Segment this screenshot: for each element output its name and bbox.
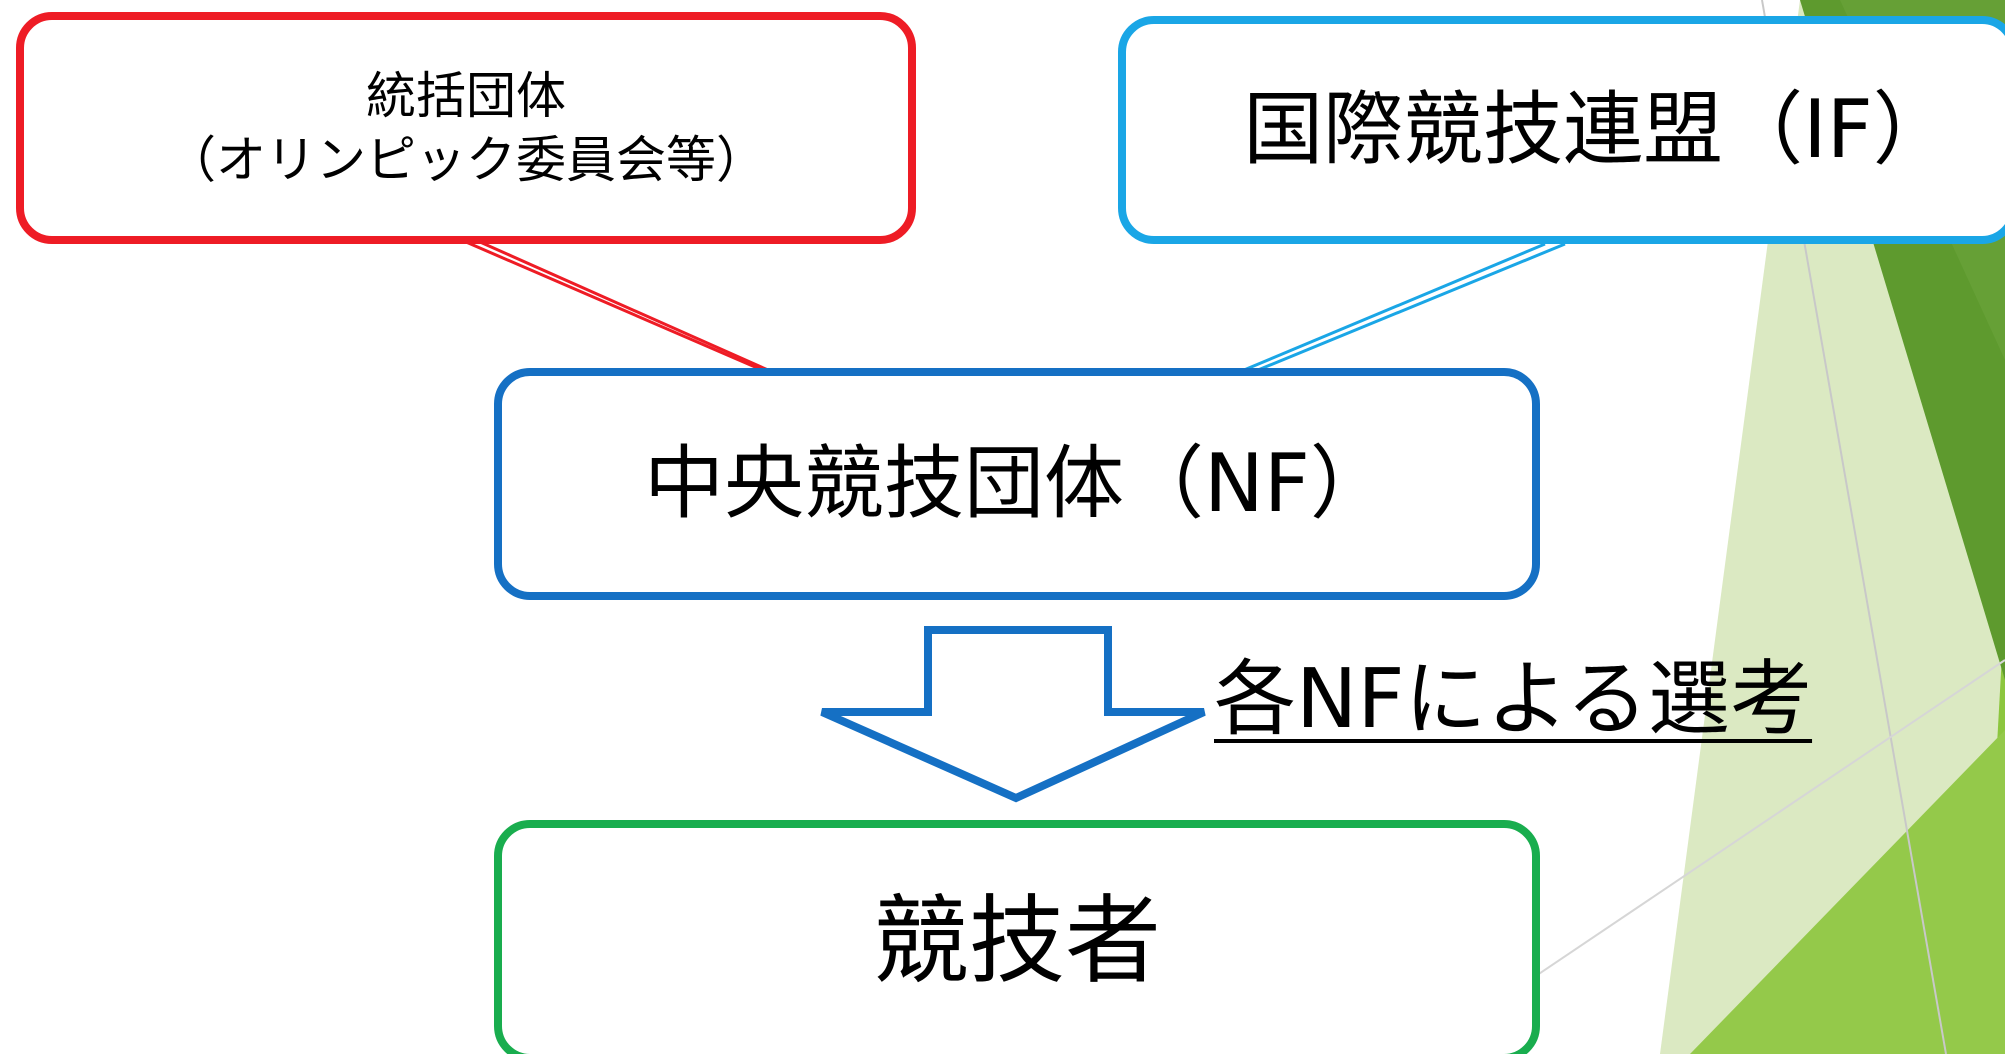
international-federation-label: 国際競技連盟（IF） — [1243, 83, 1953, 176]
athletes-box: 競技者 — [494, 820, 1540, 1054]
connector-umbrella-to-nf — [465, 240, 769, 372]
umbrella-organization-subtitle: （オリンピック委員会等） — [166, 131, 766, 189]
connector-if-to-nf — [1243, 242, 1566, 372]
theme-green-lower-shape — [1690, 730, 2005, 1054]
down-arrow-icon — [820, 626, 1206, 803]
international-federation-box: 国際競技連盟（IF） — [1118, 16, 2005, 244]
athletes-label: 競技者 — [873, 885, 1161, 997]
national-federation-box: 中央競技団体（NF） — [494, 368, 1540, 600]
selection-by-nf-label: 各NFによる選考 — [1214, 652, 1813, 747]
national-federation-label: 中央競技団体（NF） — [644, 437, 1390, 530]
umbrella-organization-title: 統括団体 — [366, 67, 566, 125]
umbrella-organization-box: 統括団体 （オリンピック委員会等） — [16, 12, 916, 244]
